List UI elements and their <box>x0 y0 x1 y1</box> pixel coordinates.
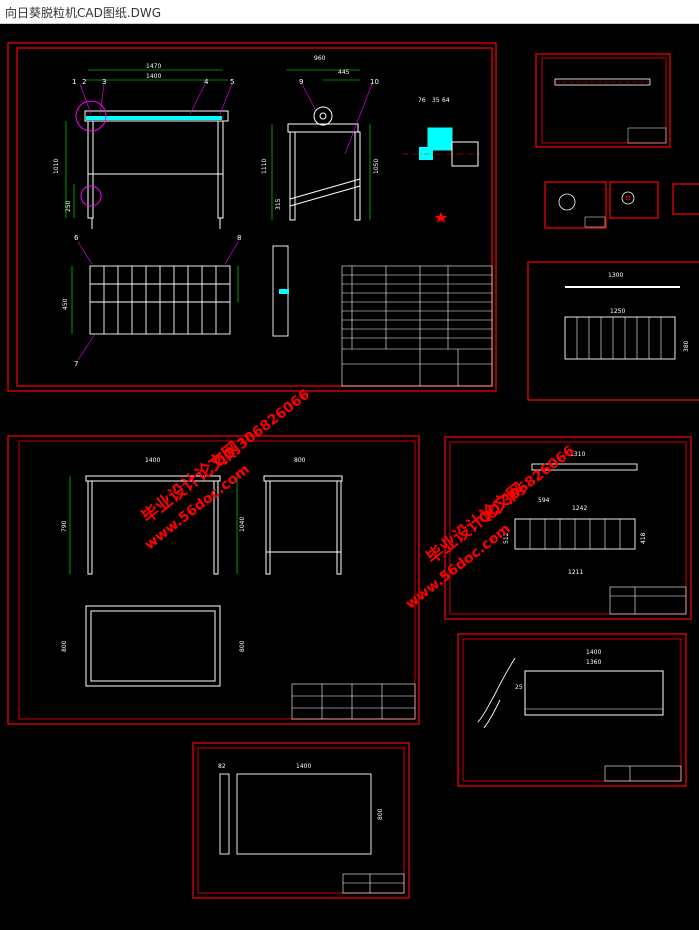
dim-label: 1211 <box>568 569 583 576</box>
dim-label: 250 <box>65 200 72 212</box>
balloon-label: 5 <box>230 78 234 86</box>
cad-drawing-canvas[interactable]: 1470 1400 960 445 76 35 64 1010 1110 105… <box>0 24 699 926</box>
watermark-qq: QQ:306826066 <box>476 443 578 528</box>
sheet-sieve[interactable]: 1300 1250 380 <box>527 261 699 401</box>
window-title: 向日葵脱粒机CAD图纸.DWG <box>5 6 162 20</box>
dim-label: 445 <box>338 69 350 76</box>
dim-label: 1360 <box>586 659 601 666</box>
sheet-plate[interactable]: 1400 800 82 <box>192 742 410 899</box>
dim-label: 450 <box>62 298 69 310</box>
sheet-frame[interactable]: 1400 800 790 1040 800 800 <box>7 435 420 725</box>
assembly-detail-view <box>402 127 480 223</box>
dim-label: 1040 <box>239 517 246 532</box>
dim-label: 1010 <box>53 159 60 174</box>
assembly-top-view <box>89 265 231 335</box>
balloon-label: 7 <box>74 360 78 368</box>
assembly-parts-list <box>341 265 493 387</box>
dim-label: 800 <box>239 640 246 652</box>
balloon-label: 2 <box>82 78 86 86</box>
dim-label: 1300 <box>608 272 623 279</box>
dim-label: 1400 <box>146 73 161 80</box>
sheet-part-a[interactable] <box>544 181 607 229</box>
dim-label: 1400 <box>145 457 160 464</box>
dim-label: 800 <box>61 640 68 652</box>
watermark-right: www.56doc.com 毕业设计论文网 QQ:306826066 <box>403 443 578 613</box>
dim-label: 35 <box>432 97 440 104</box>
watermark-left: www.56doc.com 毕业设计论文网 QQ:306826066 <box>138 387 313 554</box>
dim-label: 1310 <box>570 451 585 458</box>
dim-label: 82 <box>218 763 226 770</box>
balloon-label: 9 <box>299 78 303 86</box>
assembly-balloons: 1 2 3 4 5 9 10 6 8 7 <box>72 78 379 368</box>
balloon-label: 10 <box>370 78 379 86</box>
sheet-shaft[interactable] <box>535 53 671 148</box>
dim-label: 790 <box>61 520 68 532</box>
window-titlebar: 向日葵脱粒机CAD图纸.DWG <box>0 0 699 24</box>
sheet-assembly[interactable]: 1470 1400 960 445 76 35 64 1010 1110 105… <box>7 42 497 392</box>
dim-label: 800 <box>377 808 384 820</box>
sheet-part-b[interactable] <box>609 181 659 219</box>
dim-label: 1050 <box>373 159 380 174</box>
dim-label: 315 <box>275 198 282 210</box>
dim-label: 1110 <box>261 159 268 174</box>
sheet-hopper[interactable]: 1400 1360 25 <box>457 633 687 787</box>
balloon-label: 6 <box>74 234 79 242</box>
dim-label: 594 <box>538 497 550 504</box>
dim-label: 76 <box>418 97 426 104</box>
dim-label: 25 <box>515 684 523 691</box>
balloon-label: 8 <box>237 234 241 242</box>
dim-label: 800 <box>294 457 306 464</box>
dim-label: 64 <box>442 97 450 104</box>
balloon-label: 1 <box>72 78 76 86</box>
dim-label: 1242 <box>572 505 587 512</box>
dim-label: 1470 <box>146 63 161 70</box>
sheet-grate[interactable]: 1310 1242 594 1211 418 512 <box>444 436 692 620</box>
dim-label: 1400 <box>296 763 311 770</box>
assembly-dimension-labels: 1470 1400 960 445 76 35 64 1010 1110 105… <box>53 55 450 310</box>
assembly-front-view <box>84 110 229 229</box>
balloon-label: 3 <box>102 78 106 86</box>
dim-label: 512 <box>503 532 510 544</box>
dim-label: 418 <box>640 532 647 544</box>
balloon-label: 4 <box>204 78 209 86</box>
dim-label: 380 <box>683 340 690 352</box>
dim-label: 1400 <box>586 649 601 656</box>
dim-label: 960 <box>314 55 326 62</box>
sheet-part-c[interactable] <box>672 183 699 215</box>
dim-label: 1250 <box>610 308 625 315</box>
assembly-side-view <box>287 106 361 221</box>
